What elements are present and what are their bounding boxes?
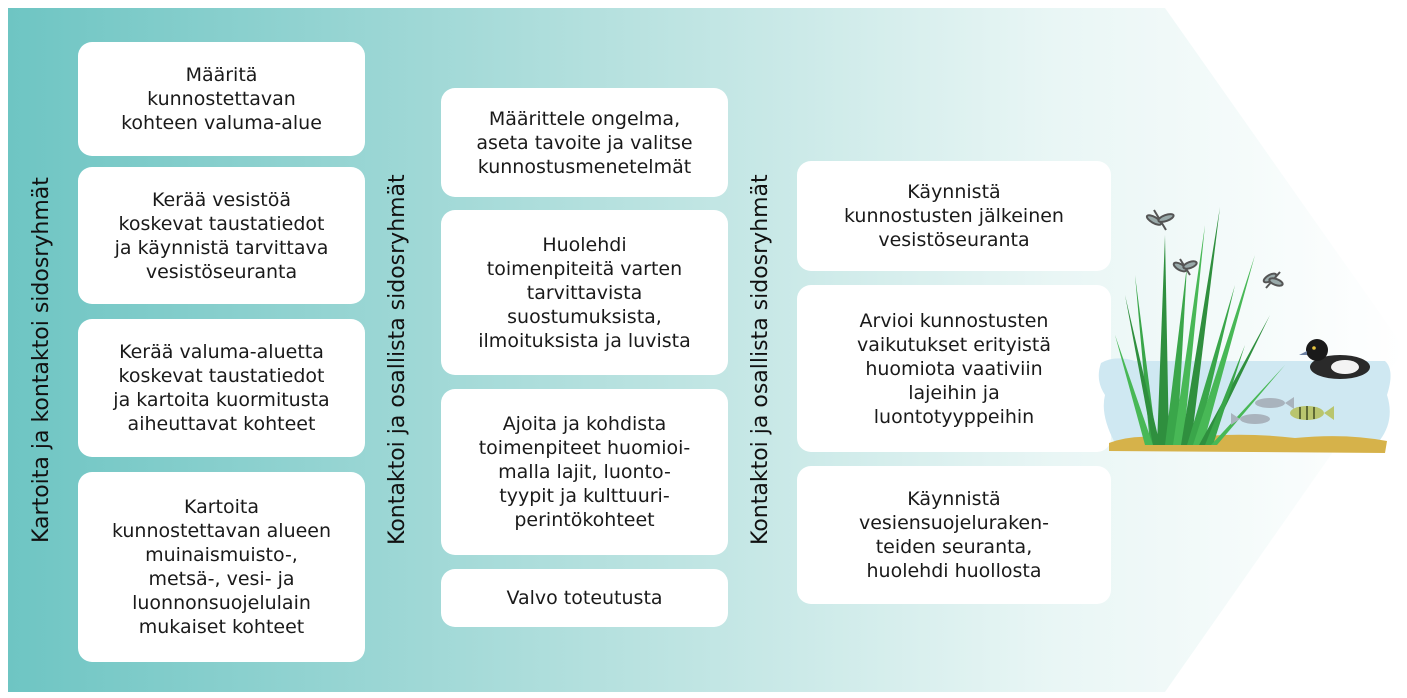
dragonfly-icon bbox=[1262, 271, 1284, 289]
reed-grass bbox=[1115, 207, 1285, 445]
dragonfly-icon bbox=[1172, 258, 1198, 276]
step-define-problem: Määrittele ongelma, aseta tavoite ja val… bbox=[441, 88, 728, 197]
step-assess-impacts: Arvioi kunnostusten vaikutukset erityist… bbox=[797, 285, 1111, 452]
step-permits: Huolehdi toimenpiteitä varten tarvittavi… bbox=[441, 210, 728, 375]
dragonfly-icon bbox=[1145, 209, 1175, 231]
step-schedule-actions: Ajoita ja kohdista toimenpiteet huomioi-… bbox=[441, 389, 728, 555]
step-maintenance: Käynnistä vesiensuojeluraken- teiden seu… bbox=[797, 466, 1111, 604]
duck-icon bbox=[1299, 339, 1370, 379]
step-collect-catchment-data: Kerää valuma-aluetta koskevat taustatied… bbox=[78, 319, 365, 457]
pond-illustration bbox=[1098, 207, 1391, 453]
step-supervise: Valvo toteutusta bbox=[441, 569, 728, 627]
stakeholder-label-2: Kontaktoi ja osallista sidosryhmät bbox=[385, 174, 410, 546]
stakeholder-label-3: Kontaktoi ja osallista sidosryhmät bbox=[748, 174, 773, 546]
perch-icon bbox=[1290, 406, 1334, 420]
step-define-catchment: Määritä kunnostettavan kohteen valuma-al… bbox=[78, 42, 365, 156]
stakeholder-label-1: Kartoita ja kontaktoi sidosryhmät bbox=[29, 177, 54, 543]
fish-icon bbox=[1231, 397, 1294, 425]
step-collect-water-data: Kerää vesistöä koskevat taustatiedot ja … bbox=[78, 167, 365, 304]
step-post-monitoring: Käynnistä kunnostusten jälkeinen vesistö… bbox=[797, 161, 1111, 271]
step-map-protected-sites: Kartoita kunnostettavan alueen muinaismu… bbox=[78, 472, 365, 662]
